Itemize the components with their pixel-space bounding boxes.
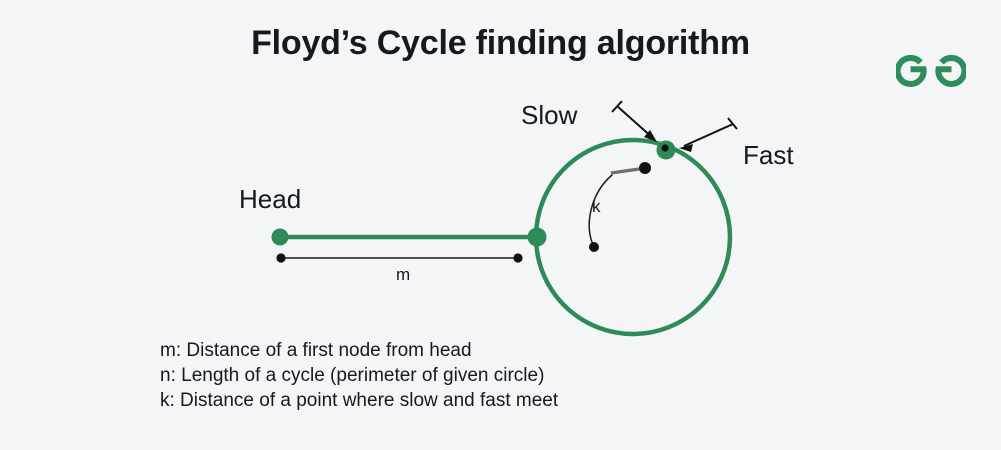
slow-pointer-arrow (611, 100, 657, 142)
legend: m: Distance of a first node from head n:… (160, 338, 558, 413)
legend-line-n: n: Length of a cycle (perimeter of given… (160, 365, 545, 386)
legend-line-k: k: Distance of a point where slow and fa… (160, 390, 559, 411)
m-measure-start-dot (276, 253, 286, 263)
label-k: k (592, 197, 601, 216)
k-measure-start-dot (589, 242, 599, 252)
legend-line-m: m: Distance of a first node from head (160, 340, 472, 361)
label-fast: Fast (743, 140, 794, 170)
label-slow: Slow (521, 100, 578, 130)
head-node (271, 228, 289, 246)
k-measure-end-dot (639, 162, 651, 174)
label-head: Head (239, 184, 302, 214)
label-m: m (396, 265, 411, 284)
m-measure-end-dot (513, 253, 523, 263)
k-measure-curve (588, 174, 613, 248)
k-measure-stub (610, 167, 640, 175)
fast-pointer-arrow (679, 117, 738, 152)
page-title: Floyd’s Cycle finding algorithm (251, 24, 750, 62)
meeting-node-center-dot (661, 144, 669, 152)
junction-node (527, 227, 547, 247)
geeksforgeeks-logo (894, 47, 968, 91)
